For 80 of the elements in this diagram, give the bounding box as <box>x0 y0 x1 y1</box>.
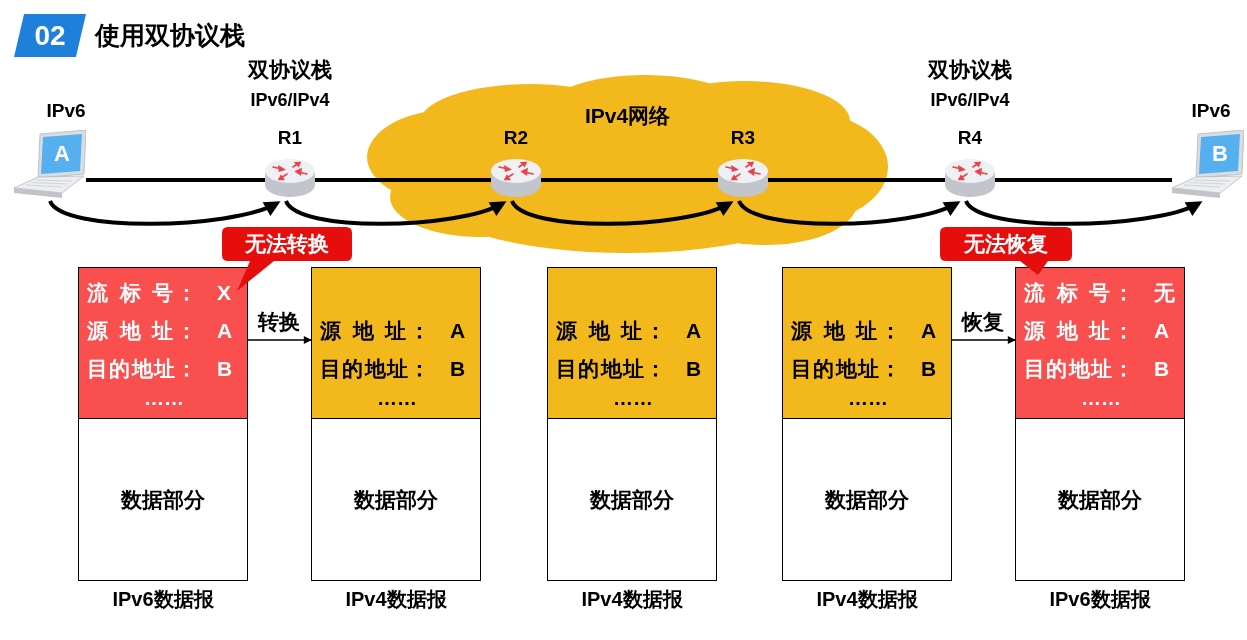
field-value: B <box>921 356 937 382</box>
payload-label: 数据部分 <box>590 486 674 513</box>
ellipsis: …… <box>613 388 653 408</box>
payload-label: 数据部分 <box>825 486 909 513</box>
field-value: B <box>1154 356 1170 382</box>
arrow <box>246 336 312 344</box>
field-name: 源 地 址： <box>1024 318 1134 344</box>
field-value: X <box>217 280 231 306</box>
host-label: IPv6 <box>46 99 86 123</box>
router-label: R1 <box>277 126 303 150</box>
flow-arrow <box>48 199 281 226</box>
protocol-label: IPv6/IPv4 <box>930 89 1010 112</box>
packet-header <box>783 268 951 419</box>
field-name: 目的地址： <box>87 356 197 382</box>
datagram-caption: IPv6数据报 <box>112 587 214 612</box>
packet-header <box>79 268 247 419</box>
payload-label: 数据部分 <box>1058 486 1142 513</box>
field-name: 源 地 址： <box>791 318 901 344</box>
link-line <box>995 178 1172 182</box>
field-value: B <box>686 356 702 382</box>
field-name: 目的地址： <box>791 356 901 382</box>
flow-arrow <box>284 199 507 226</box>
callout-text: 无法转换 <box>245 231 329 257</box>
protocol-label: IPv6/IPv4 <box>250 89 330 112</box>
field-value: B <box>217 356 233 382</box>
ellipsis: …… <box>1081 388 1121 408</box>
link-line <box>768 178 945 182</box>
field-name: 流 标 号： <box>87 280 197 306</box>
link-line <box>86 178 265 182</box>
link-line <box>315 178 491 182</box>
field-value: A <box>921 318 937 344</box>
ellipsis: …… <box>144 388 184 408</box>
datagram-caption: IPv6数据报 <box>1049 587 1151 612</box>
host-label: IPv6 <box>1191 99 1231 123</box>
flow-arrow <box>964 199 1203 226</box>
field-name: 目的地址： <box>556 356 666 382</box>
stack-caption: 双协议栈 <box>248 57 332 83</box>
router-label: R3 <box>730 126 756 150</box>
field-value: A <box>217 318 233 344</box>
datagram-frame <box>1015 267 1185 581</box>
payload-label: 数据部分 <box>121 486 205 513</box>
edge-label: 转换 <box>257 308 301 336</box>
datagram-frame <box>782 267 952 581</box>
field-value: A <box>1154 318 1170 344</box>
screen-letter: B <box>1211 140 1229 168</box>
router-label: R2 <box>503 126 529 150</box>
field-name: 目的地址： <box>320 356 430 382</box>
packet-header <box>548 268 716 419</box>
arrow <box>950 336 1016 344</box>
datagram-caption: IPv4数据报 <box>581 587 683 612</box>
field-value: A <box>450 318 466 344</box>
field-name: 源 地 址： <box>320 318 430 344</box>
section-number-badge: 02 <box>14 14 86 57</box>
router-label: R4 <box>957 126 983 150</box>
flow-arrow <box>737 199 961 226</box>
ellipsis: …… <box>377 388 417 408</box>
screen-letter: A <box>53 140 71 168</box>
packet-header <box>312 268 480 419</box>
field-value: A <box>686 318 702 344</box>
payload-label: 数据部分 <box>354 486 438 513</box>
network-label: IPv4网络 <box>585 103 671 129</box>
field-value: 无 <box>1154 280 1175 306</box>
datagram-frame <box>311 267 481 581</box>
edge-label: 恢复 <box>961 308 1005 336</box>
field-value: B <box>450 356 466 382</box>
datagram-frame <box>78 267 248 581</box>
field-name: 源 地 址： <box>87 318 197 344</box>
field-name: 流 标 号： <box>1024 280 1134 306</box>
ellipsis: …… <box>848 388 888 408</box>
datagram-frame <box>547 267 717 581</box>
stack-caption: 双协议栈 <box>928 57 1012 83</box>
field-name: 目的地址： <box>1024 356 1134 382</box>
packet-header <box>1016 268 1184 419</box>
callout-text: 无法恢复 <box>964 231 1048 257</box>
link-line <box>541 178 718 182</box>
flow-arrow <box>510 199 734 226</box>
field-name: 源 地 址： <box>556 318 666 344</box>
datagram-caption: IPv4数据报 <box>816 587 918 612</box>
title: 使用双协议栈 <box>95 20 245 51</box>
datagram-caption: IPv4数据报 <box>345 587 447 612</box>
